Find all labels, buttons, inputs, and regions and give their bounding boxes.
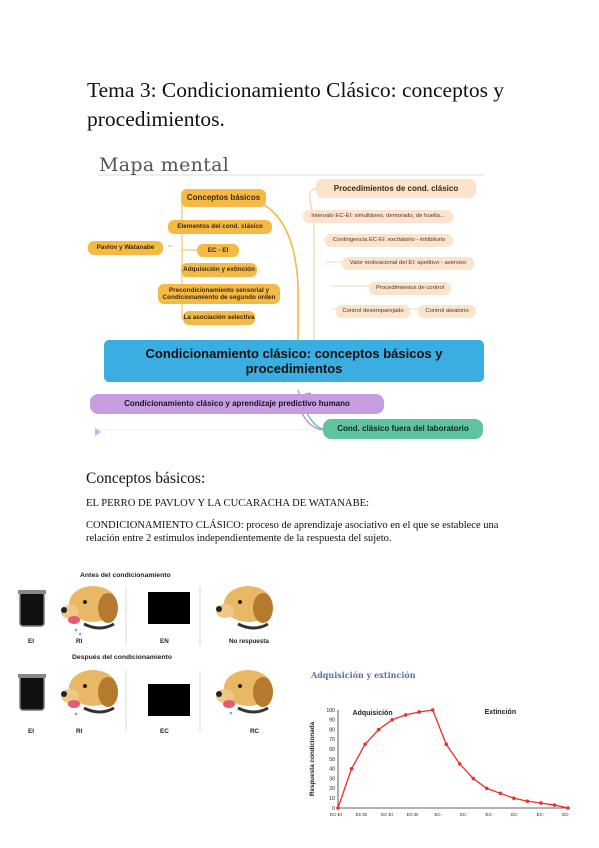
x-tick-label: EC-EI — [330, 812, 342, 817]
label-after-ec: EC — [160, 728, 169, 735]
mm-node-basic: Conceptos básicos — [181, 189, 266, 207]
y-tick-label: 40 — [329, 767, 335, 773]
mm-node-precond: Precondicionamiento sensorial y Condicio… — [158, 284, 280, 304]
x-tick-label: EC- — [486, 812, 494, 817]
y-tick-label: 90 — [329, 718, 335, 724]
data-point — [566, 806, 570, 810]
conditioning-figure — [18, 586, 273, 732]
mm-node-outside: Cond. clásico fuera del laboratorio — [323, 419, 483, 439]
dog-salivating-icon-2 — [61, 670, 118, 716]
data-point — [403, 713, 408, 717]
beaker-icon-2 — [18, 674, 46, 711]
data-point — [430, 708, 435, 712]
mm-node-interval: Intervalo EC-EI: simultáneo, demorado, d… — [303, 210, 453, 223]
data-point — [363, 742, 367, 747]
mindmap-heading: Mapa mental — [99, 154, 230, 176]
y-tick-label: 100 — [326, 708, 335, 714]
data-point — [525, 799, 530, 803]
definition-text: : proceso de aprendizaje asociativo en e… — [86, 520, 499, 544]
mm-node-procedures: Procedimientos de cond. clásico — [316, 179, 476, 198]
y-tick-label: 20 — [329, 786, 335, 792]
dog-conditioned-icon — [216, 670, 273, 715]
data-point — [539, 801, 543, 805]
y-tick-label: 60 — [329, 747, 335, 753]
phase-label: Adquisición — [353, 710, 393, 717]
section-heading: Conceptos básicos: — [86, 470, 206, 487]
mm-node-selective: La asociación selectiva — [183, 311, 255, 325]
label-before-noresp: No respuesta — [229, 638, 269, 645]
page-title: Tema 3: Condicionamiento Clásico: concep… — [87, 78, 505, 131]
x-tick-label: EC- — [562, 812, 570, 817]
data-point — [349, 767, 354, 771]
data-point — [552, 803, 557, 807]
mm-node-learning: Condicionamiento clásico y aprendizaje p… — [90, 394, 384, 414]
data-point — [417, 710, 421, 714]
phase-label: Extinción — [485, 709, 517, 716]
neutral-stimulus — [148, 592, 190, 624]
x-tick-label: EC- — [460, 812, 468, 817]
mm-central-node: Condicionamiento clásico: conceptos bási… — [104, 340, 484, 382]
figure-before-title: Antes del condicionamiento — [80, 572, 171, 579]
y-tick-label: 30 — [329, 776, 335, 782]
mm-node-pavlov: Pavlov y Watanabe — [88, 241, 163, 255]
definition-label: CONDICIONAMIENTO CLÁSICO — [86, 520, 241, 531]
dog-salivating-icon — [61, 586, 118, 636]
x-tick-label: EC-EI — [356, 812, 368, 817]
y-tick-label: 10 — [329, 796, 335, 802]
y-tick-label: 50 — [329, 757, 335, 763]
y-tick-label: 70 — [329, 737, 335, 743]
data-point — [444, 742, 449, 747]
figure-after-title: Después del condicionamiento — [72, 654, 173, 661]
y-axis-label: Respuesta condicionada — [309, 721, 316, 796]
label-before-en: EN — [160, 638, 169, 645]
mm-node-random: Control aleatorio — [418, 305, 476, 318]
data-point — [457, 762, 462, 766]
mm-node-unpaired: Control desemparejado — [336, 305, 410, 318]
data-point — [471, 776, 476, 781]
series-line — [337, 709, 569, 809]
label-after-ei: EI — [28, 728, 34, 735]
conditioned-stimulus — [148, 684, 190, 716]
y-tick-label: 0 — [332, 806, 335, 812]
x-tick-label: EC- — [537, 812, 545, 817]
label-before-ri: RI — [76, 638, 83, 645]
data-point — [485, 786, 489, 791]
chart-title: Adquisición y extinción — [311, 670, 416, 680]
label-before-ei: EI — [28, 638, 34, 645]
mm-node-contingency: Contingencia EC-EI: excitatorio - inhibi… — [325, 234, 453, 247]
subheading: EL PERRO DE PAVLOV Y LA CUCARACHA DE WAT… — [86, 498, 370, 509]
label-after-rc: RC — [250, 728, 260, 735]
x-tick-label: EC-EI — [407, 812, 419, 817]
data-point — [336, 806, 340, 810]
x-tick-label: EC- — [434, 812, 442, 817]
data-point — [512, 796, 516, 800]
label-after-ri: RI — [76, 728, 83, 735]
x-tick-label: EC-EI — [381, 812, 393, 817]
mm-node-control: Procedimientos de control — [369, 282, 451, 295]
mm-node-ec-ei: EC - EI — [197, 244, 239, 257]
beaker-icon — [18, 590, 46, 627]
data-point — [498, 791, 503, 796]
dog-neutral-icon — [216, 586, 273, 630]
y-tick-label: 80 — [329, 727, 335, 733]
mm-node-motivation: Valor motivacional del EI: apetitivo - a… — [342, 257, 474, 270]
data-point — [376, 727, 381, 732]
mm-node-elements: Elementos del cond. clásico — [168, 220, 272, 234]
definition: CONDICIONAMIENTO CLÁSICO: proceso de apr… — [86, 520, 518, 545]
mm-node-acquisition: Adquisición y extinción — [181, 263, 257, 277]
data-point — [390, 718, 394, 722]
x-tick-label: EC- — [511, 812, 519, 817]
